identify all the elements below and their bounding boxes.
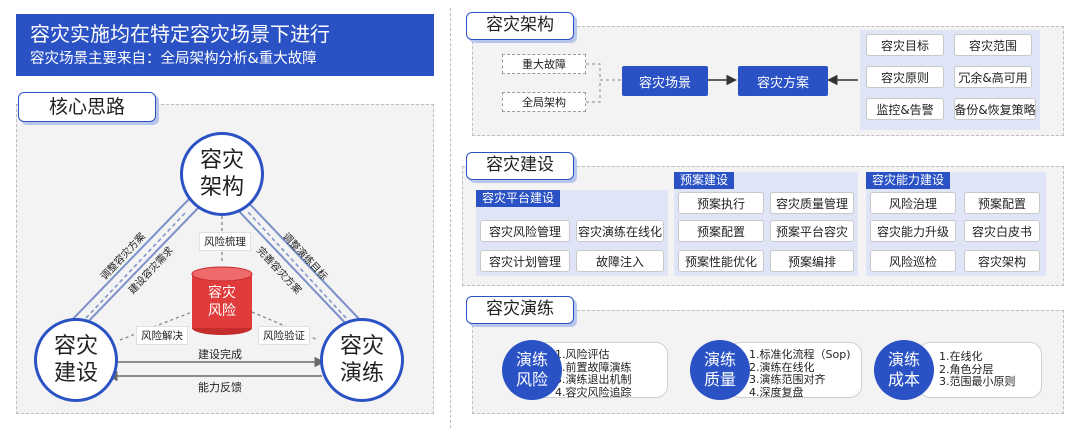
label-build-done: 建设完成: [198, 348, 242, 361]
node-drill-l1: 容灾: [339, 334, 384, 359]
label-risk-solve: 风险解决: [136, 326, 188, 345]
label-risk-verify: 风险验证: [258, 326, 310, 345]
ability-item: 风险巡检: [870, 250, 956, 272]
drill-circle-text: 演练: [887, 350, 920, 369]
drill-card-risk: 1.风险评估 2.前置故障演练 3.演练退出机制 4.容灾风险追踪: [534, 342, 668, 398]
plan-item: 容灾质量管理: [770, 192, 854, 214]
arch-item: 容灾范围: [954, 34, 1032, 56]
plan-box: 容灾方案: [738, 66, 828, 96]
drill-line: 4.深度复盘: [749, 385, 804, 399]
banner-subtitle: 容灾场景主要来自：全局架构分析&重大故障: [30, 51, 317, 67]
divider: [450, 8, 451, 428]
plan-header: 预案建设: [674, 172, 735, 189]
plan-item: 预案平台容灾: [770, 220, 854, 242]
ability-item: 预案配置: [964, 192, 1040, 214]
drill-line: 4.容灾风险追踪: [555, 385, 632, 399]
scene-box: 容灾场景: [622, 66, 708, 96]
node-architecture: 容灾架构: [180, 132, 264, 216]
plan-item: 预案执行: [678, 192, 764, 214]
node-drill: 容灾演练: [320, 318, 404, 402]
platform-item: 容灾风险管理: [480, 220, 570, 242]
node-architecture-l1: 容灾: [199, 148, 244, 173]
risk-cylinder: 容灾 风险: [192, 284, 252, 320]
node-build: 容灾建设: [34, 318, 118, 402]
plan-item: 预案性能优化: [678, 250, 764, 272]
build-title: 容灾建设: [466, 152, 574, 180]
platform-item: 容灾计划管理: [480, 250, 570, 272]
label-risk-sort: 风险梳理: [199, 232, 251, 251]
platform-header: 容灾平台建设: [476, 190, 561, 207]
drill-circle-risk: 演练风险: [502, 340, 562, 400]
drill-line: 2.前置故障演练: [555, 360, 632, 374]
banner-title: 容灾实施均在特定容灾场景下进行: [30, 22, 330, 46]
drill-line: 2.角色分层: [939, 362, 994, 376]
drill-line: 1.在线化: [939, 350, 983, 363]
plan-item: 预案配置: [678, 220, 764, 242]
drill-line: 1.标准化流程（Sop): [749, 348, 851, 361]
input-major-failure: 重大故障: [502, 54, 586, 74]
drill-circle-text: 演练: [515, 350, 548, 369]
drill-circle-text: 风险: [515, 370, 548, 389]
node-architecture-l2: 架构: [199, 175, 244, 200]
plan-item: 预案编排: [770, 250, 854, 272]
node-build-l1: 容灾: [53, 334, 98, 359]
risk-line-1: 容灾: [208, 285, 236, 301]
arch-item: 监控&告警: [866, 98, 944, 120]
node-build-l2: 建设: [53, 361, 98, 386]
drill-card-cost: 1.在线化 2.角色分层 3.范围最小原则: [918, 342, 1042, 398]
drill-circle-quality: 演练质量: [690, 340, 750, 400]
ability-item: 容灾架构: [964, 250, 1040, 272]
ability-item: 容灾能力升级: [870, 220, 956, 242]
input-global-arch: 全局架构: [502, 92, 586, 112]
ability-item: 风险治理: [870, 192, 956, 214]
arch-item: 容灾目标: [866, 34, 944, 56]
drill-title: 容灾演练: [466, 296, 574, 324]
risk-line-2: 风险: [208, 303, 236, 319]
drill-line: 3.演练范围对齐: [749, 373, 826, 386]
ability-header: 容灾能力建设: [866, 172, 951, 189]
core-diagram-lines: [69, 197, 363, 382]
drill-line: 3.范围最小原则: [939, 375, 1016, 388]
drill-line: 1.风险评估: [555, 348, 610, 361]
platform-item: 容灾演练在线化: [576, 220, 664, 242]
drill-card-quality: 1.标准化流程（Sop) 2.演练在线化 3.演练范围对齐 4.深度复盘: [728, 342, 862, 398]
arch-item: 容灾原则: [866, 66, 944, 88]
label-capability-feedback: 能力反馈: [198, 381, 242, 394]
arch-item: 备份&恢复策略: [954, 98, 1036, 120]
header-banner: 容灾实施均在特定容灾场景下进行 容灾场景主要来自：全局架构分析&重大故障: [16, 14, 434, 76]
drill-circle-text: 成本: [887, 370, 920, 389]
arch-item: 冗余&高可用: [954, 66, 1032, 88]
drill-circle-text: 质量: [703, 370, 736, 389]
ability-item: 容灾白皮书: [964, 220, 1040, 242]
drill-circle-cost: 演练成本: [874, 340, 934, 400]
core-title: 核心思路: [18, 92, 156, 122]
node-drill-l2: 演练: [339, 361, 384, 386]
arch-title: 容灾架构: [466, 12, 574, 40]
drill-circle-text: 演练: [703, 350, 736, 369]
drill-line: 2.演练在线化: [749, 360, 815, 374]
platform-item: 故障注入: [576, 250, 664, 272]
drill-line: 3.演练退出机制: [555, 373, 632, 386]
